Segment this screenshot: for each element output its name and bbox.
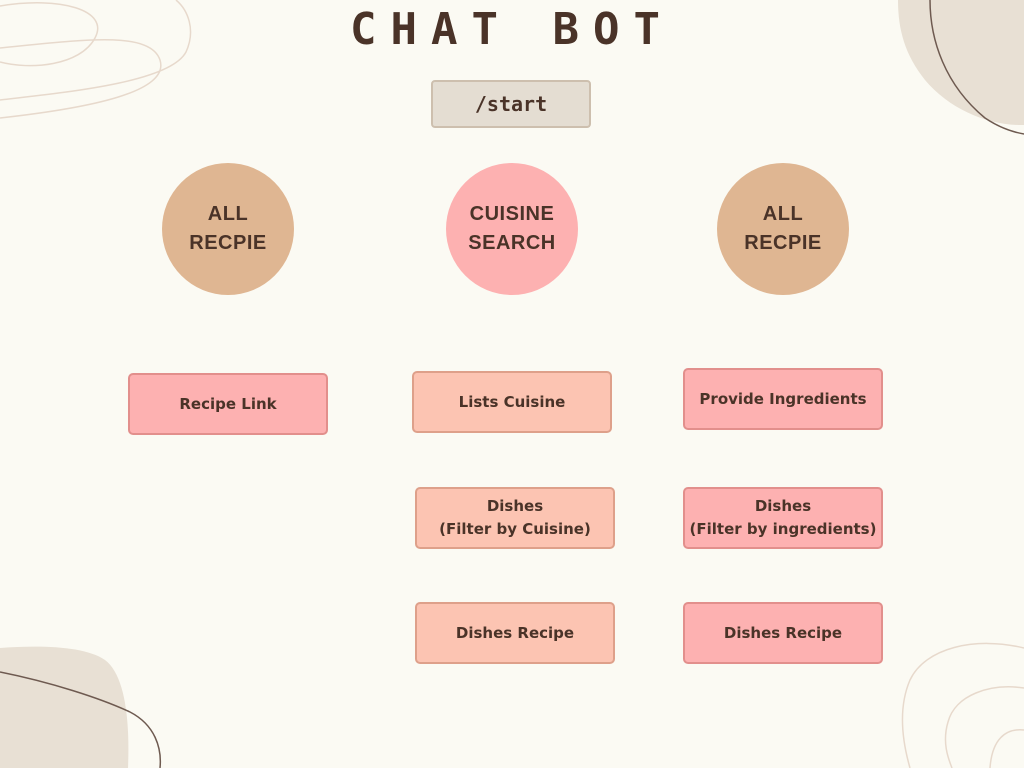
page-title: CHAT BOT (350, 4, 674, 55)
category-circle-all-recipe-left: ALL RECPIE (162, 163, 294, 295)
step-dishes-recipe-cuisine: Dishes Recipe (415, 602, 615, 664)
step-lists-cuisine: Lists Cuisine (412, 371, 612, 433)
bottom-left-curve (0, 671, 162, 768)
start-command-box: /start (431, 80, 591, 128)
category-circle-all-recipe-right: ALL RECPIE (717, 163, 849, 295)
bottom-right-contour-lines (901, 642, 1024, 768)
step-dishes-filter-by-ingredients: Dishes (Filter by ingredients) (683, 487, 883, 549)
step-recipe-link: Recipe Link (128, 373, 328, 435)
bottom-left-blob (0, 646, 129, 768)
step-dishes-filter-by-cuisine: Dishes (Filter by Cuisine) (415, 487, 615, 549)
step-provide-ingredients: Provide Ingredients (683, 368, 883, 430)
category-circle-cuisine-search: CUISINE SEARCH (446, 163, 578, 295)
step-dishes-recipe-ingredients: Dishes Recipe (683, 602, 883, 664)
